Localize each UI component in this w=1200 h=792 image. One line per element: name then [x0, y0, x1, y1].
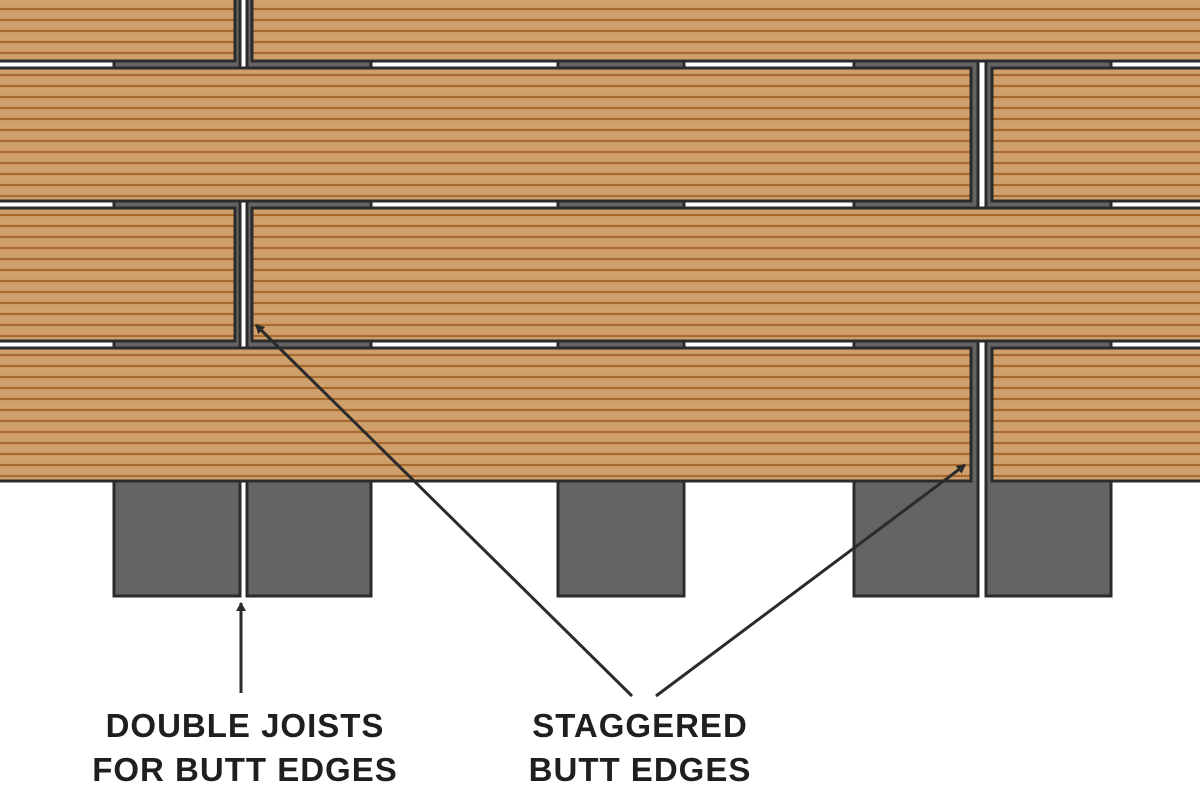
double-joists-label-line-2: FOR BUTT EDGES [92, 751, 398, 788]
annotation-arrows [236, 323, 966, 698]
deck-board [250, 206, 1200, 343]
deck-board [0, 0, 237, 63]
deck-board [990, 346, 1200, 483]
staggered-butt-edges-label: STAGGERED BUTT EDGES [470, 704, 810, 792]
deck-board [0, 206, 237, 343]
deck-board [0, 346, 973, 483]
staggered-arrow-left [254, 323, 634, 698]
double-joists-label: DOUBLE JOISTS FOR BUTT EDGES [60, 704, 430, 792]
staggered-label-line-2: BUTT EDGES [528, 751, 752, 788]
deck-board [990, 66, 1200, 203]
staggered-label-line-1: STAGGERED [532, 707, 748, 744]
deck-board [250, 0, 1200, 63]
deck-boards-layer [0, 0, 1200, 483]
staggered-arrow-right [655, 463, 966, 698]
deck-board [0, 66, 973, 203]
double-joists-label-line-1: DOUBLE JOISTS [105, 707, 385, 744]
